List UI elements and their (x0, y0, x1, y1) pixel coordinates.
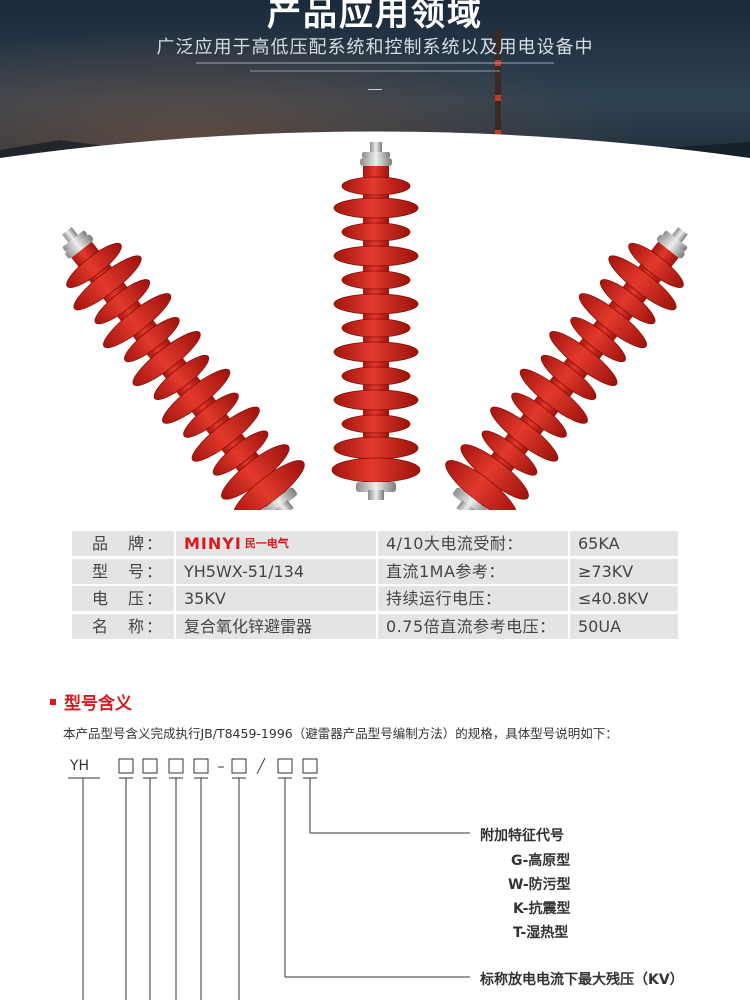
square-bullet-icon (50, 698, 56, 705)
spec-value-brand: MINYI 民一电气 (176, 531, 376, 556)
spec-param: 持续运行电压： (378, 586, 568, 611)
spec-param: 0.75倍直流参考电压： (378, 613, 568, 639)
model-code-diagram: YH 附加特征代号 G-高原型 W-防污型 K-抗震型 T-湿热型 标称放电电流… (0, 740, 750, 1000)
arrester-product-image (31, 141, 719, 510)
model-prefix: YH (70, 758, 90, 774)
feature-item: G-高原型 (511, 853, 571, 869)
spec-value: YH5WX-51/134 (176, 558, 376, 584)
hero-background (0, 0, 750, 185)
spec-value: 35KV (176, 586, 376, 611)
hero-banner: 产品应用领域 广泛应用于高低压配系统和控制系统以及用电设备中 (0, 0, 750, 185)
hero-subtitle: 广泛应用于高低压配系统和控制系统以及用电设备中 (156, 37, 594, 58)
spec-param-value: ≥73KV (570, 558, 678, 584)
hero-title: 产品应用领域 (267, 0, 483, 34)
diagram-lines (68, 757, 470, 1000)
residual-voltage-label: 标称放电电流下最大残压（KV） (480, 972, 684, 988)
brand-logo: MINYI 民一电气 (184, 531, 289, 556)
spec-value: 复合氧化锌避雷器 (176, 613, 376, 639)
spec-param: 直流1MA参考： (378, 558, 568, 584)
spec-row: 品 牌： MINYI 民一电气 4/10大电流受耐： 65KA (72, 531, 678, 559)
spec-param: 4/10大电流受耐： (378, 531, 568, 556)
spec-label: 型 号： (72, 558, 174, 584)
spec-table: 品 牌： MINYI 民一电气 4/10大电流受耐： 65KA 型 号： YH5… (72, 531, 678, 641)
brand-name-en: MINYI (184, 534, 242, 553)
brand-name-cn: 民一电气 (244, 537, 289, 550)
model-intro-text: 本产品型号含义完成执行JB/T8459-1996（避雷器产品型号编制方法）的规格… (63, 726, 618, 741)
spec-param-value: 50UA (570, 613, 678, 639)
spec-label: 品 牌： (72, 531, 174, 556)
hero-divider (368, 89, 382, 90)
section-header-model: 型号含义 (50, 689, 132, 714)
spec-label: 电 压： (72, 586, 174, 611)
section-title: 型号含义 (64, 694, 132, 714)
feature-item: W-防污型 (508, 877, 571, 893)
spec-row: 电 压： 35KV 持续运行电压： ≤40.8KV (72, 586, 678, 614)
spec-row: 型 号： YH5WX-51/134 直流1MA参考： ≥73KV (72, 558, 678, 587)
spec-param-value: ≤40.8KV (570, 586, 678, 611)
feature-item: K-抗震型 (513, 901, 571, 917)
spec-label: 名 称： (72, 613, 174, 639)
spec-row: 名 称： 复合氧化锌避雷器 0.75倍直流参考电压： 50UA (72, 613, 678, 642)
feature-item: T-湿热型 (513, 925, 569, 941)
feature-code-title: 附加特征代号 (480, 828, 564, 844)
spec-param-value: 65KA (570, 531, 678, 556)
